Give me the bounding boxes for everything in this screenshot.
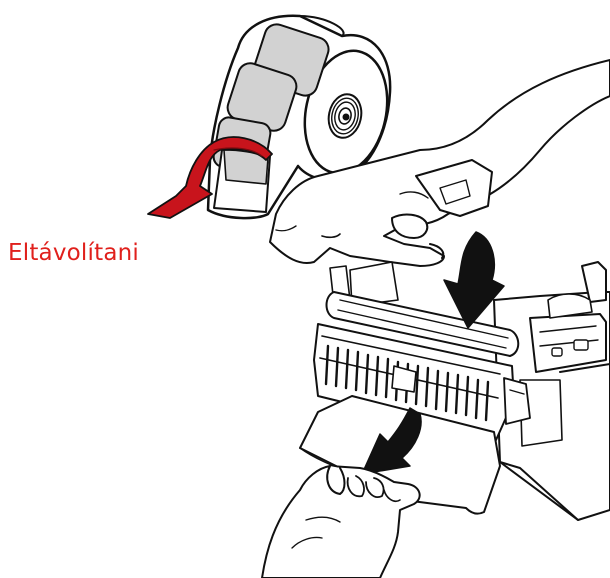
remove-label: Eltávolítani [8,240,139,266]
bottom-hand [262,466,420,578]
